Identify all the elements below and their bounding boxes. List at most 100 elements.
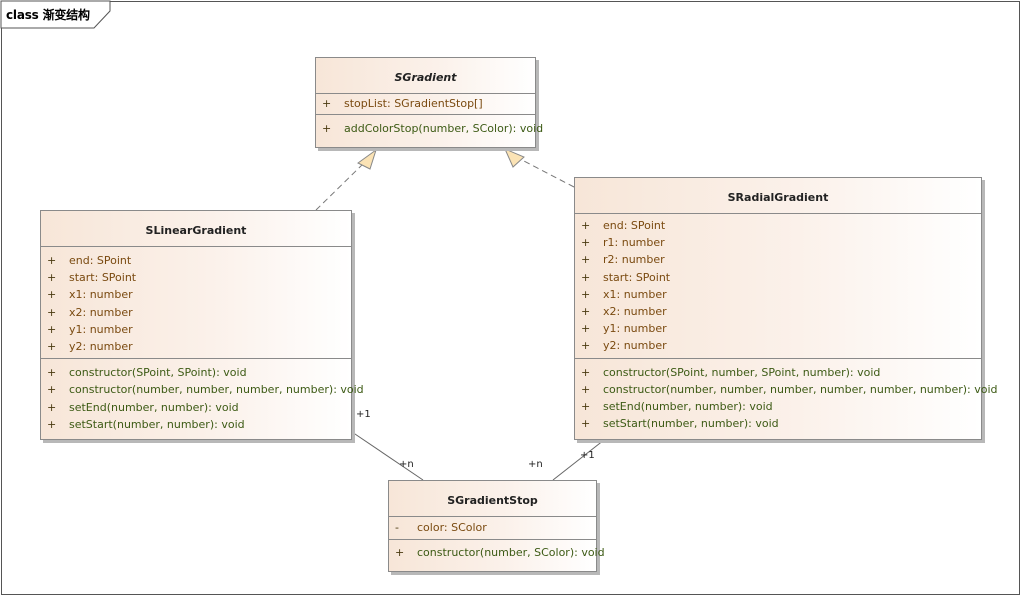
operation-text: addColorStop(number, SColor): void	[344, 122, 544, 136]
operation-text: constructor(SPoint, SPoint): void	[69, 366, 247, 380]
visibility-marker: +	[47, 271, 57, 285]
visibility-marker: +	[47, 339, 57, 353]
generalization-linear	[315, 162, 365, 211]
attribute-row[interactable]: + stopList: SGradientStop[]	[316, 95, 535, 112]
attribute-row[interactable]: + x1: number	[575, 286, 981, 303]
operation-text: constructor(number, number, number, numb…	[69, 383, 364, 397]
attributes-section: +end: SPoint +start: SPoint +x1: number …	[41, 246, 351, 358]
visibility-marker: +	[47, 322, 57, 336]
visibility-marker: +	[581, 270, 591, 284]
operation-row[interactable]: + setStart(number, number): void	[575, 415, 981, 432]
frame-title: class 渐变结构	[6, 8, 90, 22]
attribute-text: start: SPoint	[603, 270, 671, 284]
visibility-marker: +	[581, 417, 591, 431]
attribute-text: x1: number	[603, 287, 667, 301]
attributes-section: - color: SColor	[389, 516, 596, 539]
class-slineargradient[interactable]: SLinearGradient + end: SPoint + start: SPo…	[40, 210, 364, 440]
inheritance-arrowhead-radial	[504, 148, 525, 168]
visibility-marker: +	[581, 399, 591, 413]
attribute-text: start: SPoint	[69, 271, 137, 285]
association-radial-stop	[552, 439, 605, 481]
operation-row[interactable]: +setStart(number, number): void	[41, 416, 351, 433]
visibility-marker: +	[581, 219, 591, 232]
operation-text: setEnd(number, number): void	[69, 400, 239, 414]
attribute-text: end: SPoint	[603, 219, 666, 232]
attribute-row[interactable]: + r2: number	[575, 251, 981, 268]
attribute-text: y2: number	[603, 339, 667, 353]
attribute-text: r1: number	[603, 236, 665, 250]
multiplicity-label: +n	[528, 459, 543, 470]
attribute-row[interactable]: + x2: number	[575, 303, 981, 320]
attribute-row[interactable]: + start: SPoint	[41, 269, 351, 286]
operation-row[interactable]: + setEnd(number, number): void	[575, 398, 981, 415]
attribute-row[interactable]: + end: SPoint	[41, 252, 351, 269]
operation-row[interactable]: +constructor(number, number, number, num…	[575, 381, 998, 398]
operation-text: constructor(number, SColor): void	[417, 546, 605, 560]
visibility-marker: +	[581, 236, 591, 250]
operation-text: setStart(number, number): void	[69, 417, 245, 431]
class-sgradient[interactable]: SGradient + stopList: SGradientStop[] + ad…	[315, 57, 543, 148]
visibility-marker: +	[581, 287, 591, 301]
visibility-marker: +	[47, 254, 57, 267]
attribute-row[interactable]: +y1: number	[41, 321, 351, 338]
visibility-marker: +	[581, 253, 591, 267]
visibility-marker: +	[581, 304, 591, 318]
attributes-section: + stopList: SGradientStop[]	[316, 93, 535, 114]
class-name: SLinearGradient	[145, 224, 247, 237]
visibility-marker: +	[395, 546, 405, 560]
attribute-row[interactable]: + start: SPoint	[575, 269, 981, 286]
attribute-row[interactable]: +y1: number	[575, 320, 981, 337]
visibility-marker: +	[47, 305, 57, 319]
visibility-marker: +	[581, 382, 591, 396]
operation-row[interactable]: + constructor(SPoint, SPoint): void	[41, 364, 351, 381]
visibility-marker: +	[47, 383, 57, 397]
visibility-marker: +	[322, 97, 332, 110]
attribute-text: x2: number	[603, 304, 667, 318]
operation-text: constructor(SPoint, number, SPoint, numb…	[603, 365, 881, 379]
attribute-text: x2: number	[69, 305, 133, 319]
multiplicity-label: +n	[399, 459, 414, 470]
attribute-row[interactable]: - color: SColor	[389, 519, 596, 536]
class-sradialgradient[interactable]: SRadialGradient + end: SPoint + r1: number…	[574, 177, 998, 440]
operations-section: + constructor(SPoint, number, SPoint, num…	[575, 357, 998, 435]
visibility-marker: +	[47, 400, 57, 414]
operation-text: setEnd(number, number): void	[603, 399, 773, 413]
visibility-marker: +	[322, 122, 332, 136]
class-name: SRadialGradient	[727, 191, 829, 204]
visibility-marker: +	[581, 339, 591, 353]
operation-row[interactable]: + addColorStop(number, SColor): void	[316, 120, 543, 137]
class-name: SGradientStop	[447, 494, 538, 507]
visibility-marker: +	[581, 365, 591, 379]
attribute-text: y2: number	[69, 339, 133, 353]
operation-row[interactable]: + constructor(number, SColor): void	[389, 544, 605, 561]
inheritance-arrowhead-linear	[357, 148, 377, 170]
operations-section: + constructor(SPoint, SPoint): void + cons…	[41, 358, 364, 435]
visibility-marker: +	[47, 366, 57, 380]
attribute-row[interactable]: + r1: number	[575, 234, 981, 251]
operation-row[interactable]: + constructor(number, number, number, num…	[41, 381, 364, 398]
class-sgradientstop[interactable]: SGradientStop - color: SColor + constructo…	[388, 480, 605, 572]
attribute-text: stopList: SGradientStop[]	[344, 97, 483, 110]
operations-section: + constructor(number, SColor): void	[389, 539, 605, 563]
operation-row[interactable]: + constructor(SPoint, number, SPoint, num…	[575, 364, 981, 381]
attribute-text: color: SColor	[417, 521, 487, 534]
attribute-row[interactable]: +x1: number	[41, 286, 351, 303]
attribute-row[interactable]: + y2: number	[41, 338, 351, 355]
attribute-row[interactable]: + end: SPoint	[575, 217, 981, 234]
attribute-text: y1: number	[603, 322, 667, 336]
visibility-marker: -	[395, 521, 399, 534]
attribute-text: end: SPoint	[69, 254, 132, 267]
operation-text: setStart(number, number): void	[603, 417, 779, 431]
class-name: SGradient	[394, 71, 457, 84]
attribute-row[interactable]: + y2: number	[575, 337, 981, 354]
attribute-row[interactable]: + x2: number	[41, 304, 351, 321]
visibility-marker: +	[47, 288, 57, 302]
attribute-text: r2: number	[603, 253, 665, 267]
operation-row[interactable]: + setEnd(number, number): void	[41, 399, 351, 416]
attributes-section: + end: SPoint + r1: number + r2: number + st…	[575, 213, 981, 358]
operations-section: + addColorStop(number, SColor): void	[316, 114, 543, 139]
generalization-radial	[521, 159, 575, 188]
frame-tab	[0, 0, 111, 29]
